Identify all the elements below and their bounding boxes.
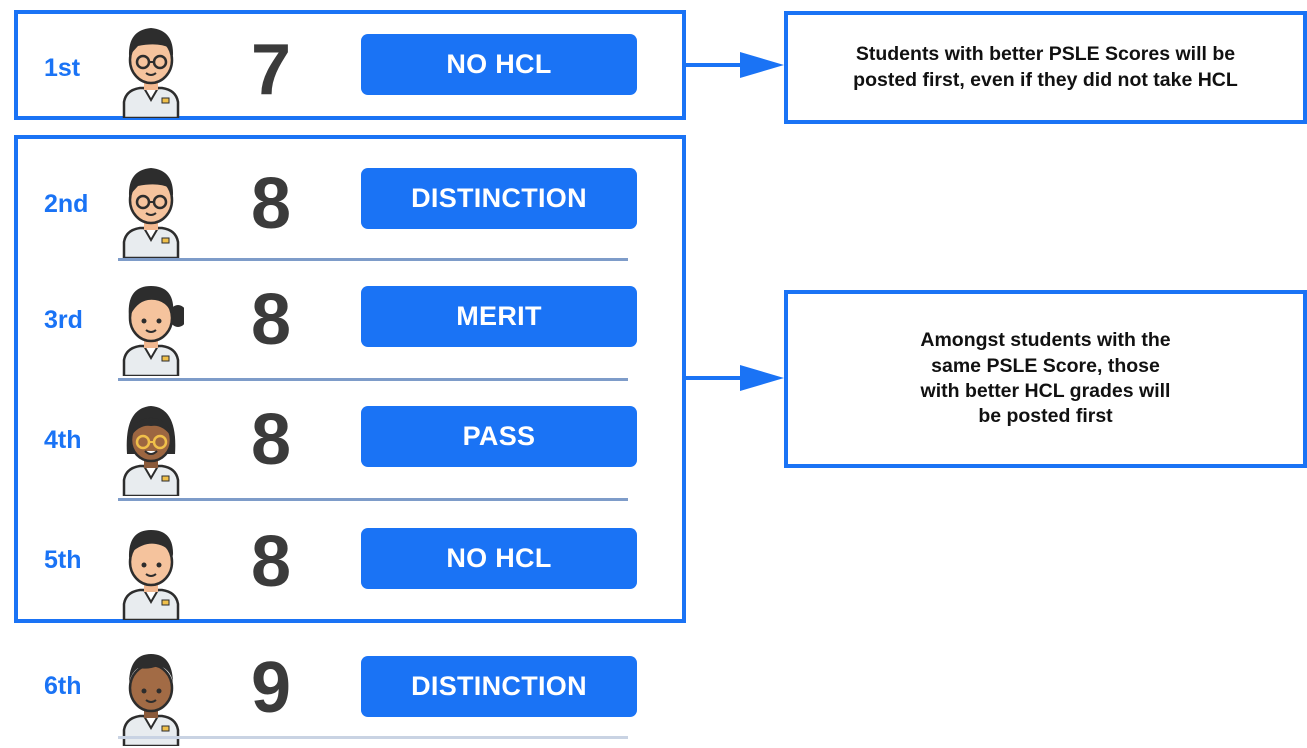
- note-second-line1: Amongst students with the: [920, 329, 1171, 352]
- student-row-6: 6th 9 DISTINCTION: [0, 638, 700, 748]
- psle-score: 8: [250, 522, 292, 602]
- row-separator: [118, 378, 628, 381]
- rank-label: 4th: [44, 426, 82, 454]
- rank-label: 3rd: [44, 306, 83, 334]
- student-row-5: 5th 8 NO HCL: [0, 508, 700, 620]
- hcl-grade-badge: MERIT: [361, 286, 637, 347]
- girl-glasses-dark-icon: [122, 406, 180, 496]
- psle-score: 8: [250, 400, 292, 480]
- student-row-4: 4th 8 PASS: [0, 386, 700, 501]
- row-separator: [118, 258, 628, 261]
- psle-score: 7: [250, 30, 292, 110]
- note-second-line2: same PSLE Score, those: [931, 354, 1160, 377]
- row-separator: [118, 736, 628, 739]
- rank-label: 1st: [44, 54, 81, 82]
- note-first-line2: posted first, even if they did not take …: [853, 68, 1238, 91]
- hcl-grade-badge: NO HCL: [361, 528, 637, 589]
- row-separator: [118, 498, 628, 501]
- hcl-grade-badge: PASS: [361, 406, 637, 467]
- group-box-same-score: [14, 135, 686, 623]
- student-row-2: 2nd 8 DISTINCTION: [0, 148, 700, 261]
- rank-label: 5th: [44, 546, 82, 574]
- rank-label: 6th: [44, 672, 82, 700]
- psle-score: 8: [250, 280, 292, 360]
- note-second-line4: be posted first: [978, 405, 1113, 428]
- boy-dark-icon: [122, 654, 180, 746]
- arrow-to-note-second: [686, 365, 784, 391]
- student-row-3: 3rd 8 MERIT: [0, 266, 700, 381]
- rank-label: 2nd: [44, 190, 89, 218]
- arrow-to-note-first: [686, 52, 784, 78]
- hcl-grade-badge: NO HCL: [361, 34, 637, 95]
- boy-icon: [122, 530, 180, 620]
- boy-glasses-icon: [122, 168, 180, 258]
- student-row-1: 1st 7 NO HCL: [0, 14, 700, 124]
- note-second-line3: with better HCL grades will: [920, 380, 1171, 402]
- group-box-top: [14, 10, 686, 120]
- girl-ponytail-icon: [122, 286, 184, 376]
- note-box-first: Students with better PSLE Scores will be…: [784, 11, 1307, 124]
- psle-score: 8: [250, 164, 292, 244]
- psle-score: 9: [250, 648, 292, 728]
- boy-glasses-icon: [122, 28, 180, 118]
- note-first-line1: Students with better PSLE Scores will be: [855, 43, 1236, 66]
- note-box-second: Amongst students with the same PSLE Scor…: [784, 290, 1307, 468]
- hcl-grade-badge: DISTINCTION: [361, 168, 637, 229]
- hcl-grade-badge: DISTINCTION: [361, 656, 637, 717]
